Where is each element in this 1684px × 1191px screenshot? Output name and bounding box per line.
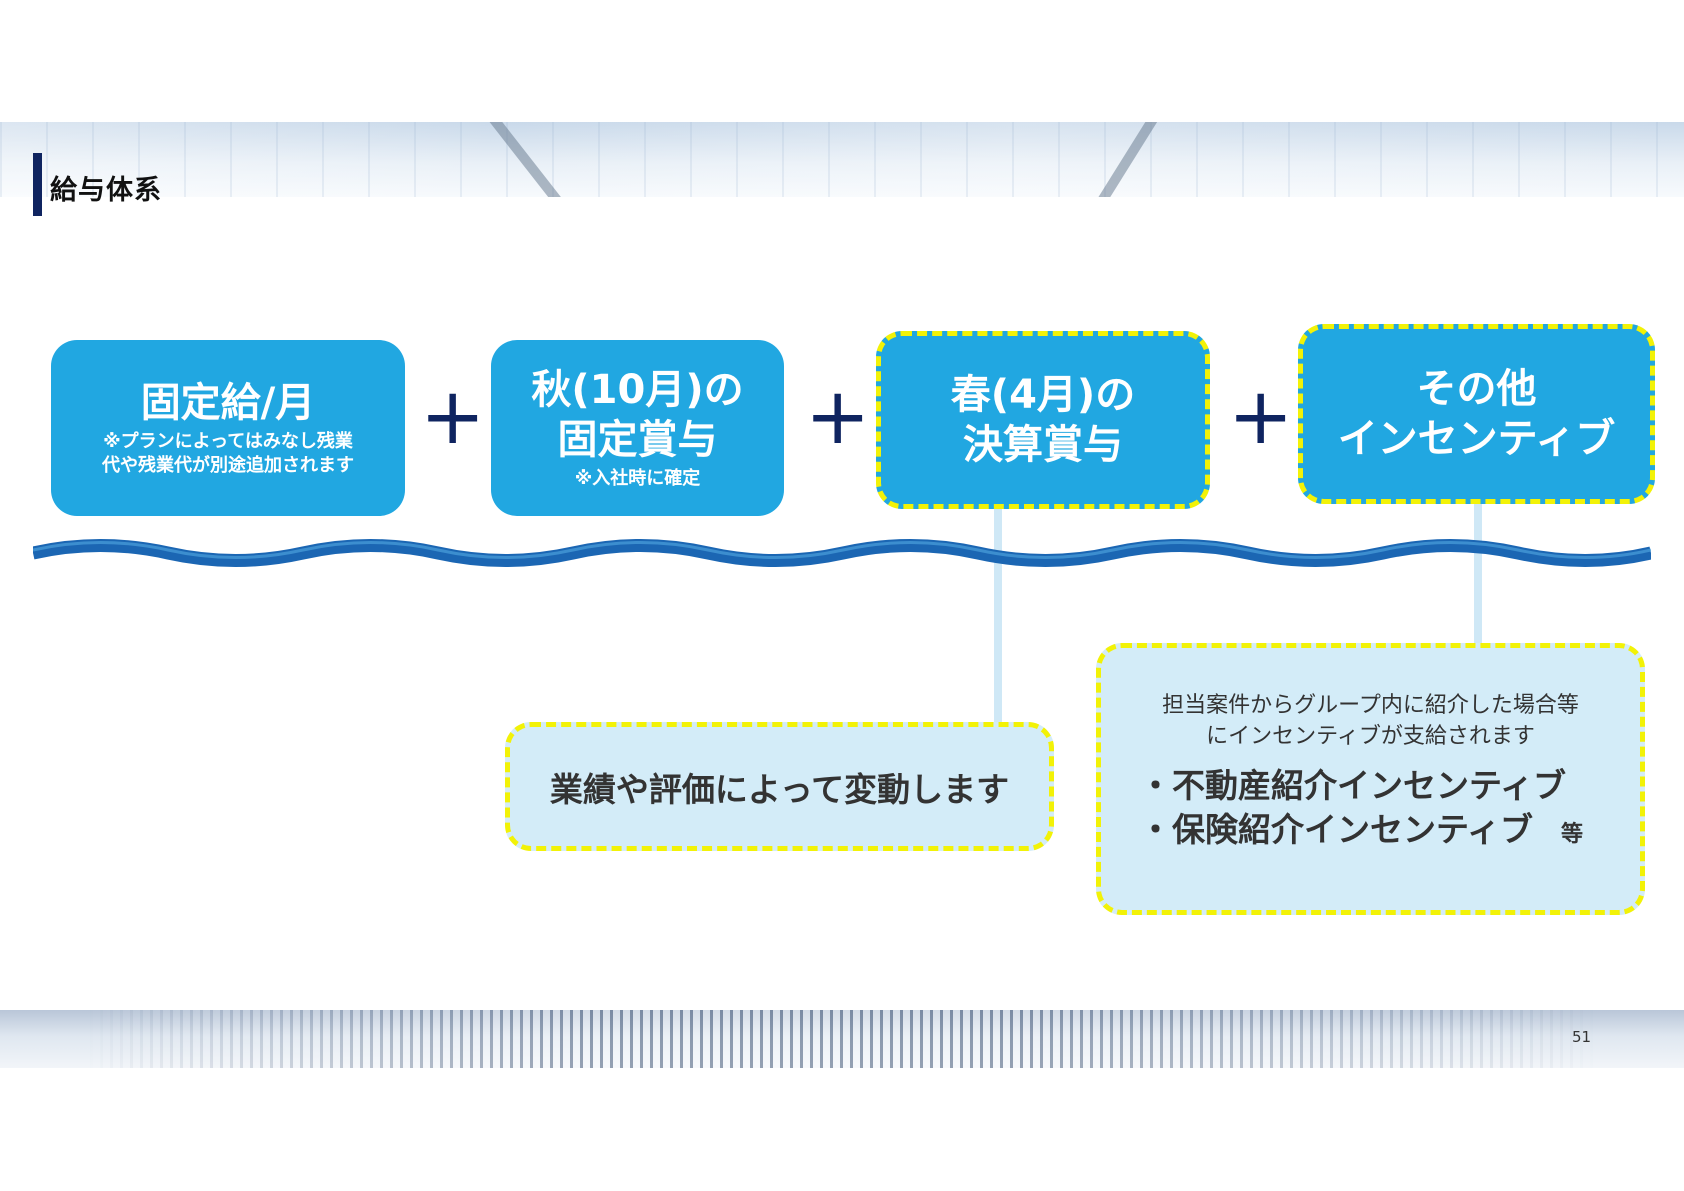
- other-incentive-label-line2: インセンティブ: [1338, 414, 1616, 464]
- spring-bonus-label-line2: 決算賞与: [963, 420, 1123, 470]
- fixed-salary-box: 固定給/月 ※プランによってはみなし残業 代や残業代が別途追加されます: [51, 340, 405, 516]
- incentive-bullet-insurance-row: ・保険紹介インセンティブ 等: [1139, 808, 1640, 857]
- autumn-bonus-label-line2: 固定賞与: [558, 415, 718, 465]
- incentive-bullet-real-estate: ・不動産紹介インセンティブ: [1139, 764, 1640, 808]
- footer-photo-texture: [0, 1010, 1684, 1068]
- header-photo-band: [0, 122, 1684, 197]
- incentive-callout-lead-line2: にインセンティブが支給されます: [1101, 721, 1640, 752]
- other-incentive-label-line1: その他: [1417, 364, 1537, 414]
- page-number: 51: [1572, 1028, 1591, 1046]
- plus-sign: +: [1228, 378, 1293, 456]
- plus-sign: +: [805, 378, 870, 456]
- spring-bonus-label-line1: 春(4月)の: [951, 370, 1135, 420]
- fixed-salary-note-line2: 代や残業代が別途追加されます: [102, 454, 354, 478]
- incentive-callout: 担当案件からグループ内に紹介した場合等 にインセンティブが支給されます ・不動産…: [1096, 643, 1645, 915]
- autumn-bonus-box: 秋(10月)の 固定賞与 ※入社時に確定: [491, 340, 784, 516]
- fixed-salary-note-line1: ※プランによってはみなし残業: [103, 430, 353, 454]
- connector-other-incentive: [1474, 504, 1482, 646]
- incentive-bullet-insurance: ・保険紹介インセンティブ: [1139, 810, 1533, 849]
- fixed-salary-label: 固定給/月: [141, 378, 316, 428]
- spring-bonus-box: 春(4月)の 決算賞与: [876, 331, 1210, 509]
- header-photo-texture: [0, 122, 1684, 197]
- wavy-divider: [33, 535, 1651, 575]
- performance-callout: 業績や評価によって変動します: [505, 722, 1054, 851]
- incentive-callout-lead-line1: 担当案件からグループ内に紹介した場合等: [1101, 690, 1640, 721]
- performance-callout-text: 業績や評価によって変動します: [550, 763, 1009, 811]
- incentive-etc-label: 等: [1561, 822, 1583, 847]
- page-title: 給与体系: [50, 168, 162, 207]
- autumn-bonus-note: ※入社時に確定: [575, 467, 701, 491]
- footer-photo-band: [0, 1010, 1684, 1068]
- autumn-bonus-label-line1: 秋(10月)の: [531, 365, 743, 415]
- plus-sign: +: [420, 378, 485, 456]
- other-incentive-box: その他 インセンティブ: [1298, 324, 1655, 504]
- title-accent-bar: [33, 153, 42, 216]
